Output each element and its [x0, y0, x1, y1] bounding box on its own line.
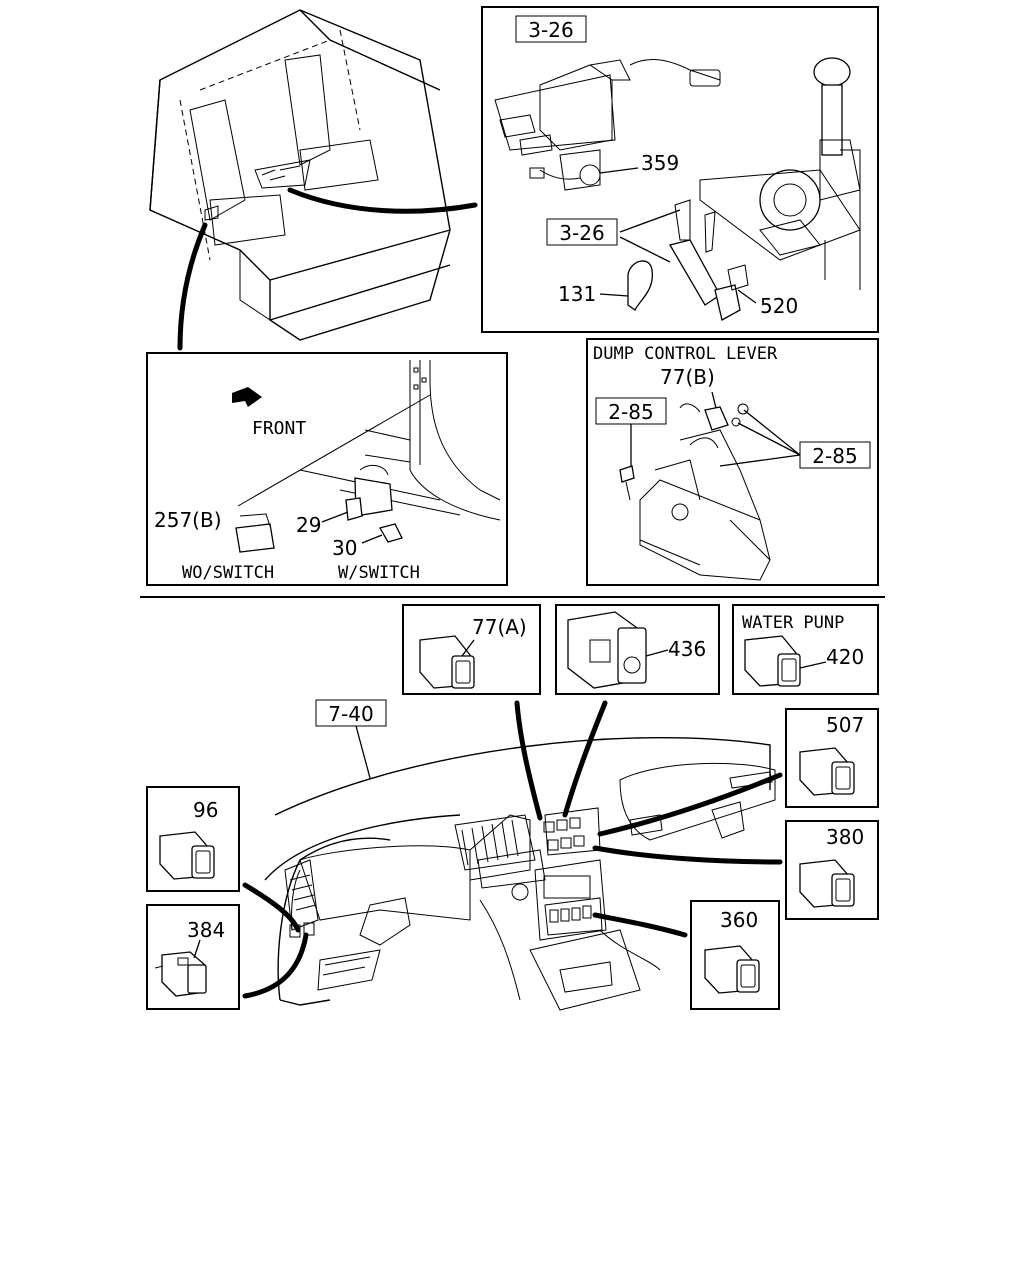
leader-77a: [461, 639, 475, 657]
switch-box-96: [146, 786, 240, 892]
part-131-label: 131: [558, 282, 596, 306]
part-29-label: 29: [296, 513, 321, 537]
cab-overview-illustration: [149, 9, 451, 341]
connector-507: [597, 772, 783, 837]
dump-control-lever-frame: [586, 338, 879, 586]
front-arrow-icon: [232, 387, 262, 407]
switch-380-illustration: [799, 859, 855, 908]
part-384-label: 384: [187, 918, 225, 942]
part-420-label: 420: [826, 645, 864, 669]
dump-control-lever-title: DUMP CONTROL LEVER: [593, 344, 778, 364]
part-520-label: 520: [760, 294, 798, 318]
w-switch-label: W/SWITCH: [338, 563, 420, 583]
front-label: FRONT: [252, 418, 306, 439]
connector-96: [242, 882, 301, 933]
ref-2-85-left-label: 2-85: [608, 400, 653, 424]
switch-box-77a: [402, 604, 541, 695]
leader-436: [645, 649, 669, 657]
part-380-label: 380: [826, 825, 864, 849]
seat-switch-frame: [146, 352, 508, 586]
ref-3-26-top-label: 3-26: [528, 18, 573, 42]
ref-box-2-85-left: [595, 397, 667, 425]
pto-switch-illustration: [494, 57, 861, 321]
leader-420: [799, 661, 827, 669]
connector-line-cab-to-assembly: [287, 187, 478, 214]
switch-436-illustration: [567, 611, 647, 689]
switch-box-436: [555, 604, 720, 695]
connector-380: [592, 845, 783, 865]
ref-7-40-label: 7-40: [328, 702, 373, 726]
part-77b-label: 77(B): [660, 365, 715, 389]
leader-77b: [711, 391, 717, 409]
connector-384: [242, 932, 309, 999]
part-96-label: 96: [193, 798, 218, 822]
part-77a-label: 77(A): [472, 615, 527, 639]
part-507-label: 507: [826, 713, 864, 737]
leader-29: [321, 511, 349, 523]
ref-box-7-40: [315, 699, 387, 727]
switch-box-water-pump: [732, 604, 879, 695]
wo-switch-label: WO/SWITCH: [182, 563, 274, 583]
ref-2-85-right-label: 2-85: [812, 444, 857, 468]
switch-360-illustration: [704, 945, 760, 994]
switch-77a-illustration: [419, 635, 475, 689]
connector-77a: [514, 700, 543, 821]
leader-7-40: [355, 725, 371, 779]
switch-box-507: [785, 708, 879, 808]
leader-2-85-right-c: [719, 454, 801, 467]
dashboard-illustration: [264, 736, 776, 1011]
assembly-leader-lines: [599, 167, 757, 304]
switch-96-illustration: [159, 831, 215, 880]
ref-box-2-85-right: [799, 441, 871, 469]
switch-assembly-frame: [481, 6, 879, 333]
switch-box-360: [690, 900, 780, 1010]
part-30-label: 30: [332, 536, 357, 560]
dump-lever-illustration: [619, 403, 771, 581]
connector-436: [562, 700, 608, 818]
switch-384-illustration: [154, 951, 207, 997]
switch-box-380: [785, 820, 879, 920]
leader-2-85-right-a: [743, 409, 801, 456]
ref-box-3-26-mid: [546, 218, 618, 246]
part-359-label: 359: [641, 151, 679, 175]
connector-360: [592, 912, 688, 938]
leader-384: [193, 939, 201, 959]
part-257b-label: 257(B): [154, 508, 222, 532]
part-360-label: 360: [720, 908, 758, 932]
part-436-label: 436: [668, 637, 706, 661]
leader-2-85-right-b: [737, 422, 801, 456]
leader-30: [361, 534, 383, 544]
seat-switch-illustration: [232, 360, 501, 553]
switch-420-illustration: [744, 635, 801, 687]
ref-3-26-mid-label: 3-26: [559, 221, 604, 245]
connector-line-cab-to-detail: [177, 222, 208, 351]
ref-box-3-26-top: [515, 15, 587, 43]
switch-box-384: [146, 904, 240, 1010]
water-pump-label: WATER PUNP: [742, 613, 844, 633]
switch-507-illustration: [799, 747, 855, 796]
